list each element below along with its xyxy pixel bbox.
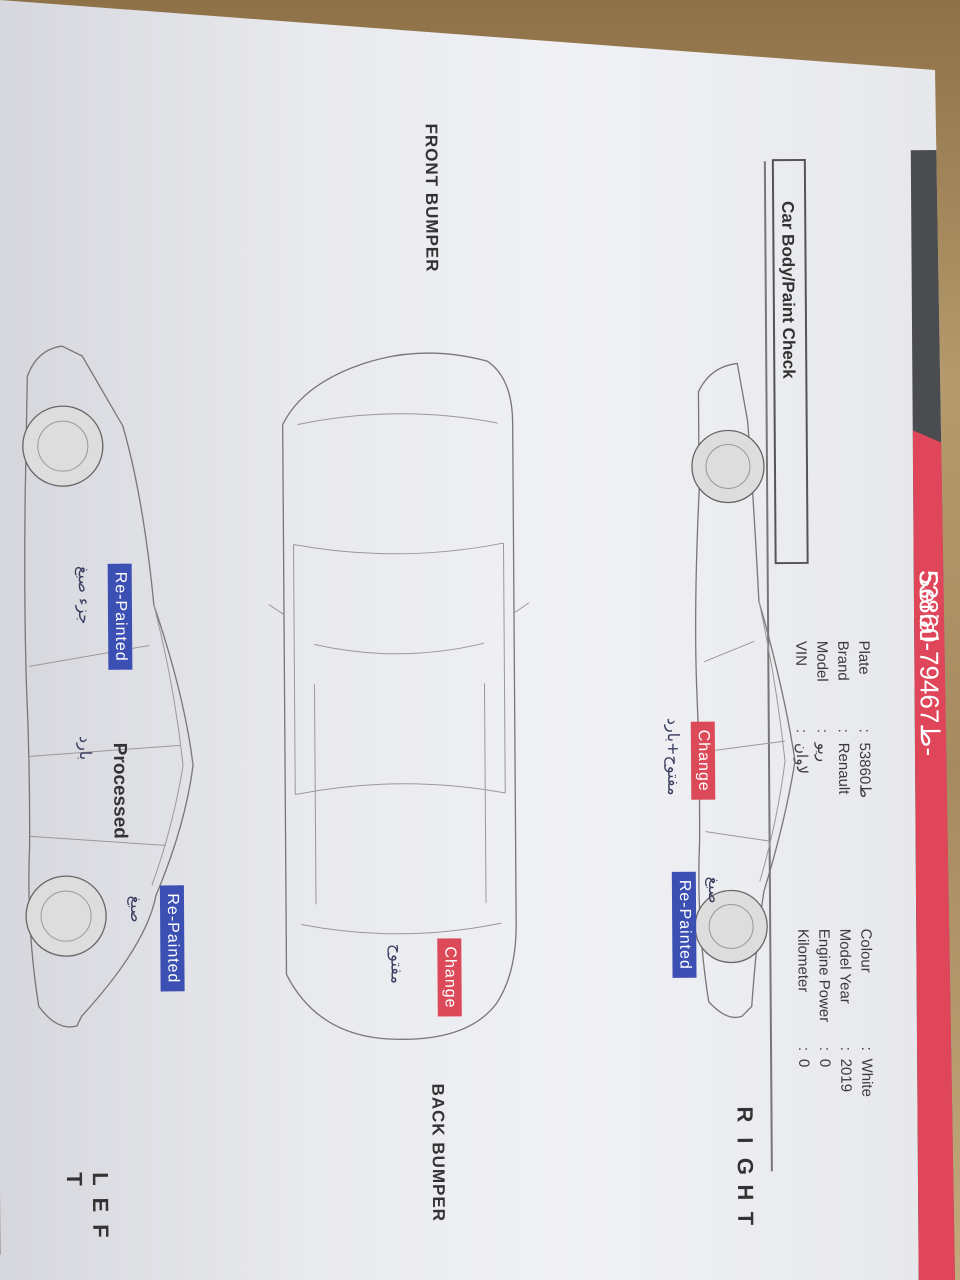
- right-letter: T: [733, 1211, 759, 1226]
- handwritten-note: بارد: [75, 735, 96, 761]
- left-letter: E: [88, 1197, 114, 1213]
- repainted-badge-left-front: Re-Painted: [107, 563, 133, 670]
- change-badge-right: Change: [690, 721, 716, 800]
- right-letter: R: [732, 1106, 758, 1123]
- handwritten-note: صبغ: [126, 895, 147, 923]
- handwritten-note: مفتوح: [387, 943, 407, 984]
- car-right-side: [691, 362, 796, 1019]
- back-bumper-label: BACK BUMPER: [428, 1083, 449, 1223]
- front-bumper-label: FRONT BUMPER: [421, 123, 442, 273]
- processed-label: Processed: [108, 742, 131, 839]
- right-letter: H: [732, 1184, 759, 1201]
- repainted-badge-left-rear: Re-Painted: [159, 885, 185, 992]
- handwritten-note: مفتوح+بارد: [663, 717, 684, 796]
- right-letter: I: [732, 1137, 758, 1144]
- right-letters: R I GHT: [731, 1101, 758, 1231]
- left-letter: F: [88, 1224, 114, 1238]
- handwritten-note: جزء صبغ: [74, 565, 95, 625]
- car-top-view: [268, 352, 530, 1040]
- repainted-badge-right: Re-Painted: [671, 871, 697, 978]
- car-diagram: [22, 345, 796, 1040]
- right-letter: G: [732, 1157, 758, 1176]
- change-badge-top: Change: [437, 938, 462, 1017]
- left-letter: T: [61, 1172, 87, 1186]
- rotated-document: Serial Number : ط79467-53860-A1 Plate:ط5…: [0, 40, 955, 1280]
- left-letters: LEF T: [61, 1166, 114, 1266]
- handwritten-note: صبغ: [704, 876, 725, 904]
- left-letter: L: [87, 1172, 113, 1186]
- car-left-side: [22, 345, 194, 1028]
